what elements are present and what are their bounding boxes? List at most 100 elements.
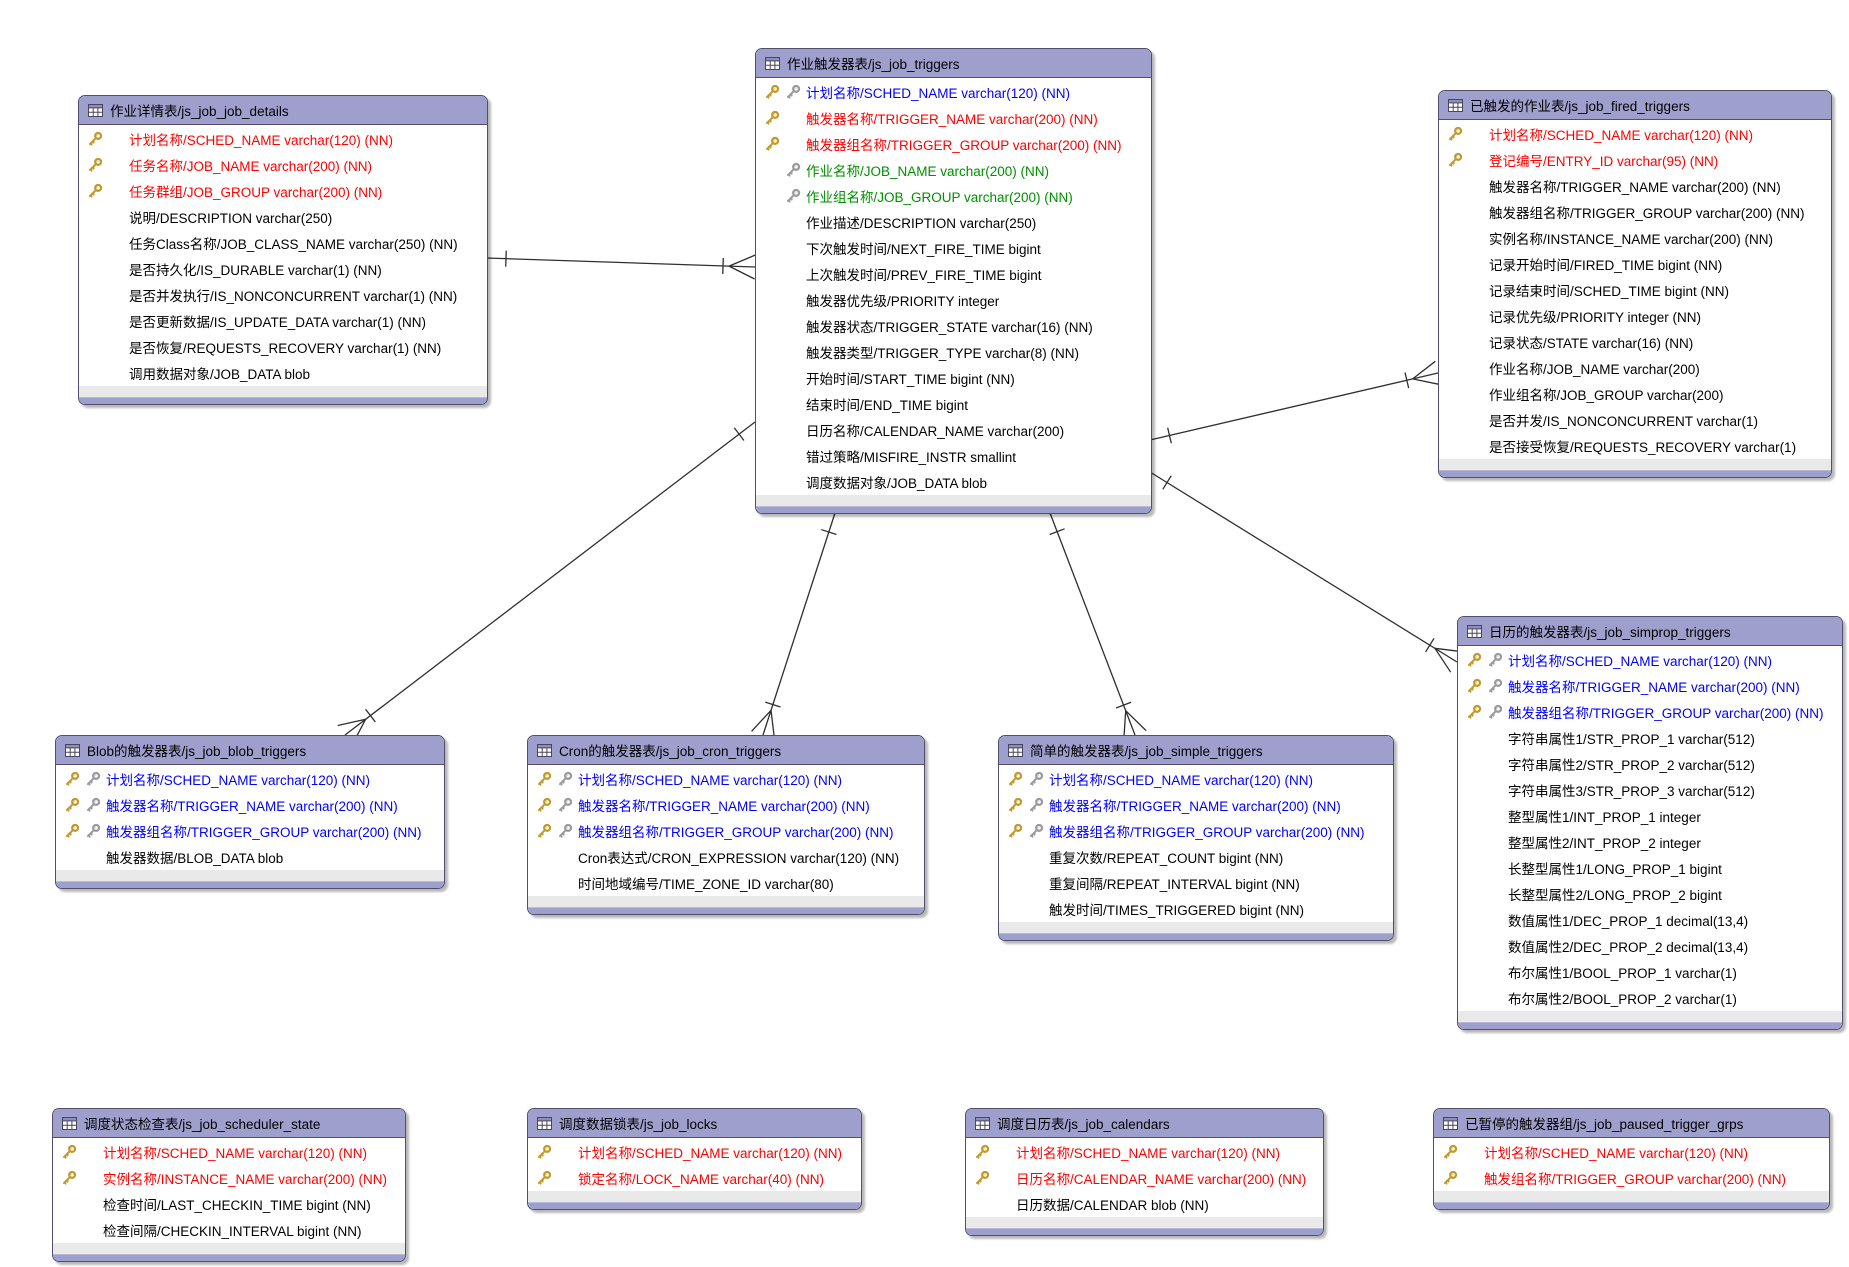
table-js_job_locks[interactable]: 调度数据锁表/js_job_locks 计划名称/SCHED_NAME varch…	[527, 1108, 862, 1210]
field-row: 记录优先级/PRIORITY integer (NN)	[1439, 303, 1831, 329]
table-js_job_blob_triggers[interactable]: Blob的触发器表/js_job_blob_triggers 计划名称/SCHED…	[55, 735, 445, 889]
table-fields: 计划名称/SCHED_NAME varchar(120) (NN)实例名称/IN…	[53, 1138, 405, 1243]
field-row: 是否恢复/REQUESTS_RECOVERY varchar(1) (NN)	[79, 334, 487, 360]
field-row: 触发器名称/TRIGGER_NAME varchar(200) (NN)	[56, 792, 444, 818]
table-header[interactable]: 调度日历表/js_job_calendars	[966, 1109, 1323, 1138]
field-row: 数值属性1/DEC_PROP_1 decimal(13,4)	[1458, 907, 1842, 933]
table-fields: 计划名称/SCHED_NAME varchar(120) (NN)触发器名称/T…	[1458, 646, 1842, 1011]
table-grid-icon	[975, 1116, 990, 1130]
table-title: 作业触发器表/js_job_triggers	[787, 57, 960, 72]
field-row: 触发器组名称/TRIGGER_GROUP varchar(200) (NN)	[1439, 199, 1831, 225]
field-label: 触发器名称/TRIGGER_NAME varchar(200) (NN)	[1508, 680, 1800, 695]
field-row: 触发器名称/TRIGGER_NAME varchar(200) (NN)	[756, 105, 1151, 131]
table-header[interactable]: 作业触发器表/js_job_triggers	[756, 49, 1151, 78]
field-row: 锁定名称/LOCK_NAME varchar(40) (NN)	[528, 1165, 861, 1191]
table-header[interactable]: Blob的触发器表/js_job_blob_triggers	[56, 736, 444, 765]
field-row: 任务Class名称/JOB_CLASS_NAME varchar(250) (N…	[79, 230, 487, 256]
gray-key-icon	[85, 771, 106, 787]
table-header[interactable]: 已暂停的触发器组/js_job_paused_trigger_grps	[1434, 1109, 1829, 1138]
field-label: 记录状态/STATE varchar(16) (NN)	[1489, 336, 1694, 351]
field-label: 任务群组/JOB_GROUP varchar(200) (NN)	[129, 185, 383, 200]
field-row: 触发器名称/TRIGGER_NAME varchar(200) (NN)	[528, 792, 924, 818]
field-row: 计划名称/SCHED_NAME varchar(120) (NN)	[53, 1139, 405, 1165]
field-row: 重复次数/REPEAT_COUNT bigint (NN)	[999, 844, 1393, 870]
gray-key-icon	[85, 823, 106, 839]
field-label: 数值属性2/DEC_PROP_2 decimal(13,4)	[1508, 940, 1749, 955]
table-fields: 计划名称/SCHED_NAME varchar(120) (NN)触发器名称/T…	[528, 765, 924, 896]
field-label: 是否接受恢复/REQUESTS_RECOVERY varchar(1)	[1489, 440, 1797, 455]
table-footer	[999, 922, 1393, 940]
table-fields: 计划名称/SCHED_NAME varchar(120) (NN)任务名称/JO…	[79, 125, 487, 386]
field-row: 是否并发执行/IS_NONCONCURRENT varchar(1) (NN)	[79, 282, 487, 308]
field-row: 作业名称/JOB_NAME varchar(200)	[1439, 355, 1831, 381]
table-header[interactable]: 简单的触发器表/js_job_simple_triggers	[999, 736, 1393, 765]
field-label: 触发时间/TIMES_TRIGGERED bigint (NN)	[1049, 903, 1305, 918]
field-row: 计划名称/SCHED_NAME varchar(120) (NN)	[999, 766, 1393, 792]
field-row: 字符串属性2/STR_PROP_2 varchar(512)	[1458, 751, 1842, 777]
field-row: 计划名称/SCHED_NAME varchar(120) (NN)	[528, 1139, 861, 1165]
table-grid-icon	[1008, 743, 1023, 757]
table-grid-icon	[1467, 624, 1482, 638]
field-label: 时间地域编号/TIME_ZONE_ID varchar(80)	[578, 877, 834, 892]
field-label: 整型属性1/INT_PROP_1 integer	[1508, 810, 1701, 825]
gold-key-icon	[536, 771, 557, 787]
gray-key-icon	[1028, 771, 1049, 787]
field-label: 字符串属性3/STR_PROP_3 varchar(512)	[1508, 784, 1755, 799]
table-header[interactable]: 已触发的作业表/js_job_fired_triggers	[1439, 91, 1831, 120]
field-row: 错过策略/MISFIRE_INSTR smallint	[756, 443, 1151, 469]
field-row: 重复间隔/REPEAT_INTERVAL bigint (NN)	[999, 870, 1393, 896]
field-row: 作业组名称/JOB_GROUP varchar(200)	[1439, 381, 1831, 407]
field-label: 长整型属性2/LONG_PROP_2 bigint	[1508, 888, 1722, 903]
table-title: 调度日历表/js_job_calendars	[997, 1117, 1170, 1132]
table-header[interactable]: 调度数据锁表/js_job_locks	[528, 1109, 861, 1138]
table-header[interactable]: 调度状态检查表/js_job_scheduler_state	[53, 1109, 405, 1138]
gold-key-icon	[1007, 771, 1028, 787]
field-row: 记录开始时间/FIRED_TIME bigint (NN)	[1439, 251, 1831, 277]
field-label: 触发器名称/TRIGGER_NAME varchar(200) (NN)	[806, 112, 1098, 127]
table-footer	[966, 1217, 1323, 1235]
field-label: 检查间隔/CHECKIN_INTERVAL bigint (NN)	[103, 1224, 362, 1239]
field-row: 触发器名称/TRIGGER_NAME varchar(200) (NN)	[999, 792, 1393, 818]
field-label: 日历名称/CALENDAR_NAME varchar(200) (NN)	[1016, 1172, 1307, 1187]
field-row: 检查时间/LAST_CHECKIN_TIME bigint (NN)	[53, 1191, 405, 1217]
relationship-js_job_triggers-to-js_job_blob_triggers	[337, 421, 756, 745]
table-title: Blob的触发器表/js_job_blob_triggers	[87, 744, 307, 759]
field-row: 下次触发时间/NEXT_FIRE_TIME bigint	[756, 235, 1151, 261]
table-fields: 计划名称/SCHED_NAME varchar(120) (NN)触发组名称/T…	[1434, 1138, 1829, 1191]
relationship-js_job_triggers-to-js_job_fired_triggers	[1149, 360, 1441, 444]
gold-key-icon	[536, 823, 557, 839]
field-label: 计划名称/SCHED_NAME varchar(120) (NN)	[578, 1146, 843, 1161]
field-row: 触发器组名称/TRIGGER_GROUP varchar(200) (NN)	[999, 818, 1393, 844]
field-label: 计划名称/SCHED_NAME varchar(120) (NN)	[106, 773, 371, 788]
field-row: 字符串属性1/STR_PROP_1 varchar(512)	[1458, 725, 1842, 751]
gold-key-icon	[87, 183, 108, 199]
gray-key-icon	[1487, 678, 1508, 694]
field-row: 触发器优先级/PRIORITY integer	[756, 287, 1151, 313]
gold-key-icon	[764, 84, 785, 100]
gold-key-icon	[64, 797, 85, 813]
field-row: 触发器组名称/TRIGGER_GROUP varchar(200) (NN)	[528, 818, 924, 844]
field-label: 是否并发/IS_NONCONCURRENT varchar(1)	[1489, 414, 1759, 429]
table-header[interactable]: Cron的触发器表/js_job_cron_triggers	[528, 736, 924, 765]
gray-key-icon	[785, 84, 806, 100]
table-header[interactable]: 日历的触发器表/js_job_simprop_triggers	[1458, 617, 1842, 646]
gold-key-icon	[1466, 652, 1487, 668]
field-label: 是否持久化/IS_DURABLE varchar(1) (NN)	[129, 263, 382, 278]
field-row: 结束时间/END_TIME bigint	[756, 391, 1151, 417]
field-label: 触发器名称/TRIGGER_NAME varchar(200) (NN)	[578, 799, 870, 814]
field-label: Cron表达式/CRON_EXPRESSION varchar(120) (NN…	[578, 851, 900, 866]
field-row: 布尔属性1/BOOL_PROP_1 varchar(1)	[1458, 959, 1842, 985]
gray-key-icon	[1028, 797, 1049, 813]
gray-key-icon	[785, 162, 806, 178]
table-header[interactable]: 作业详情表/js_job_job_details	[79, 96, 487, 125]
relationship-js_job_triggers-to-js_job_simple_triggers	[1049, 512, 1147, 740]
